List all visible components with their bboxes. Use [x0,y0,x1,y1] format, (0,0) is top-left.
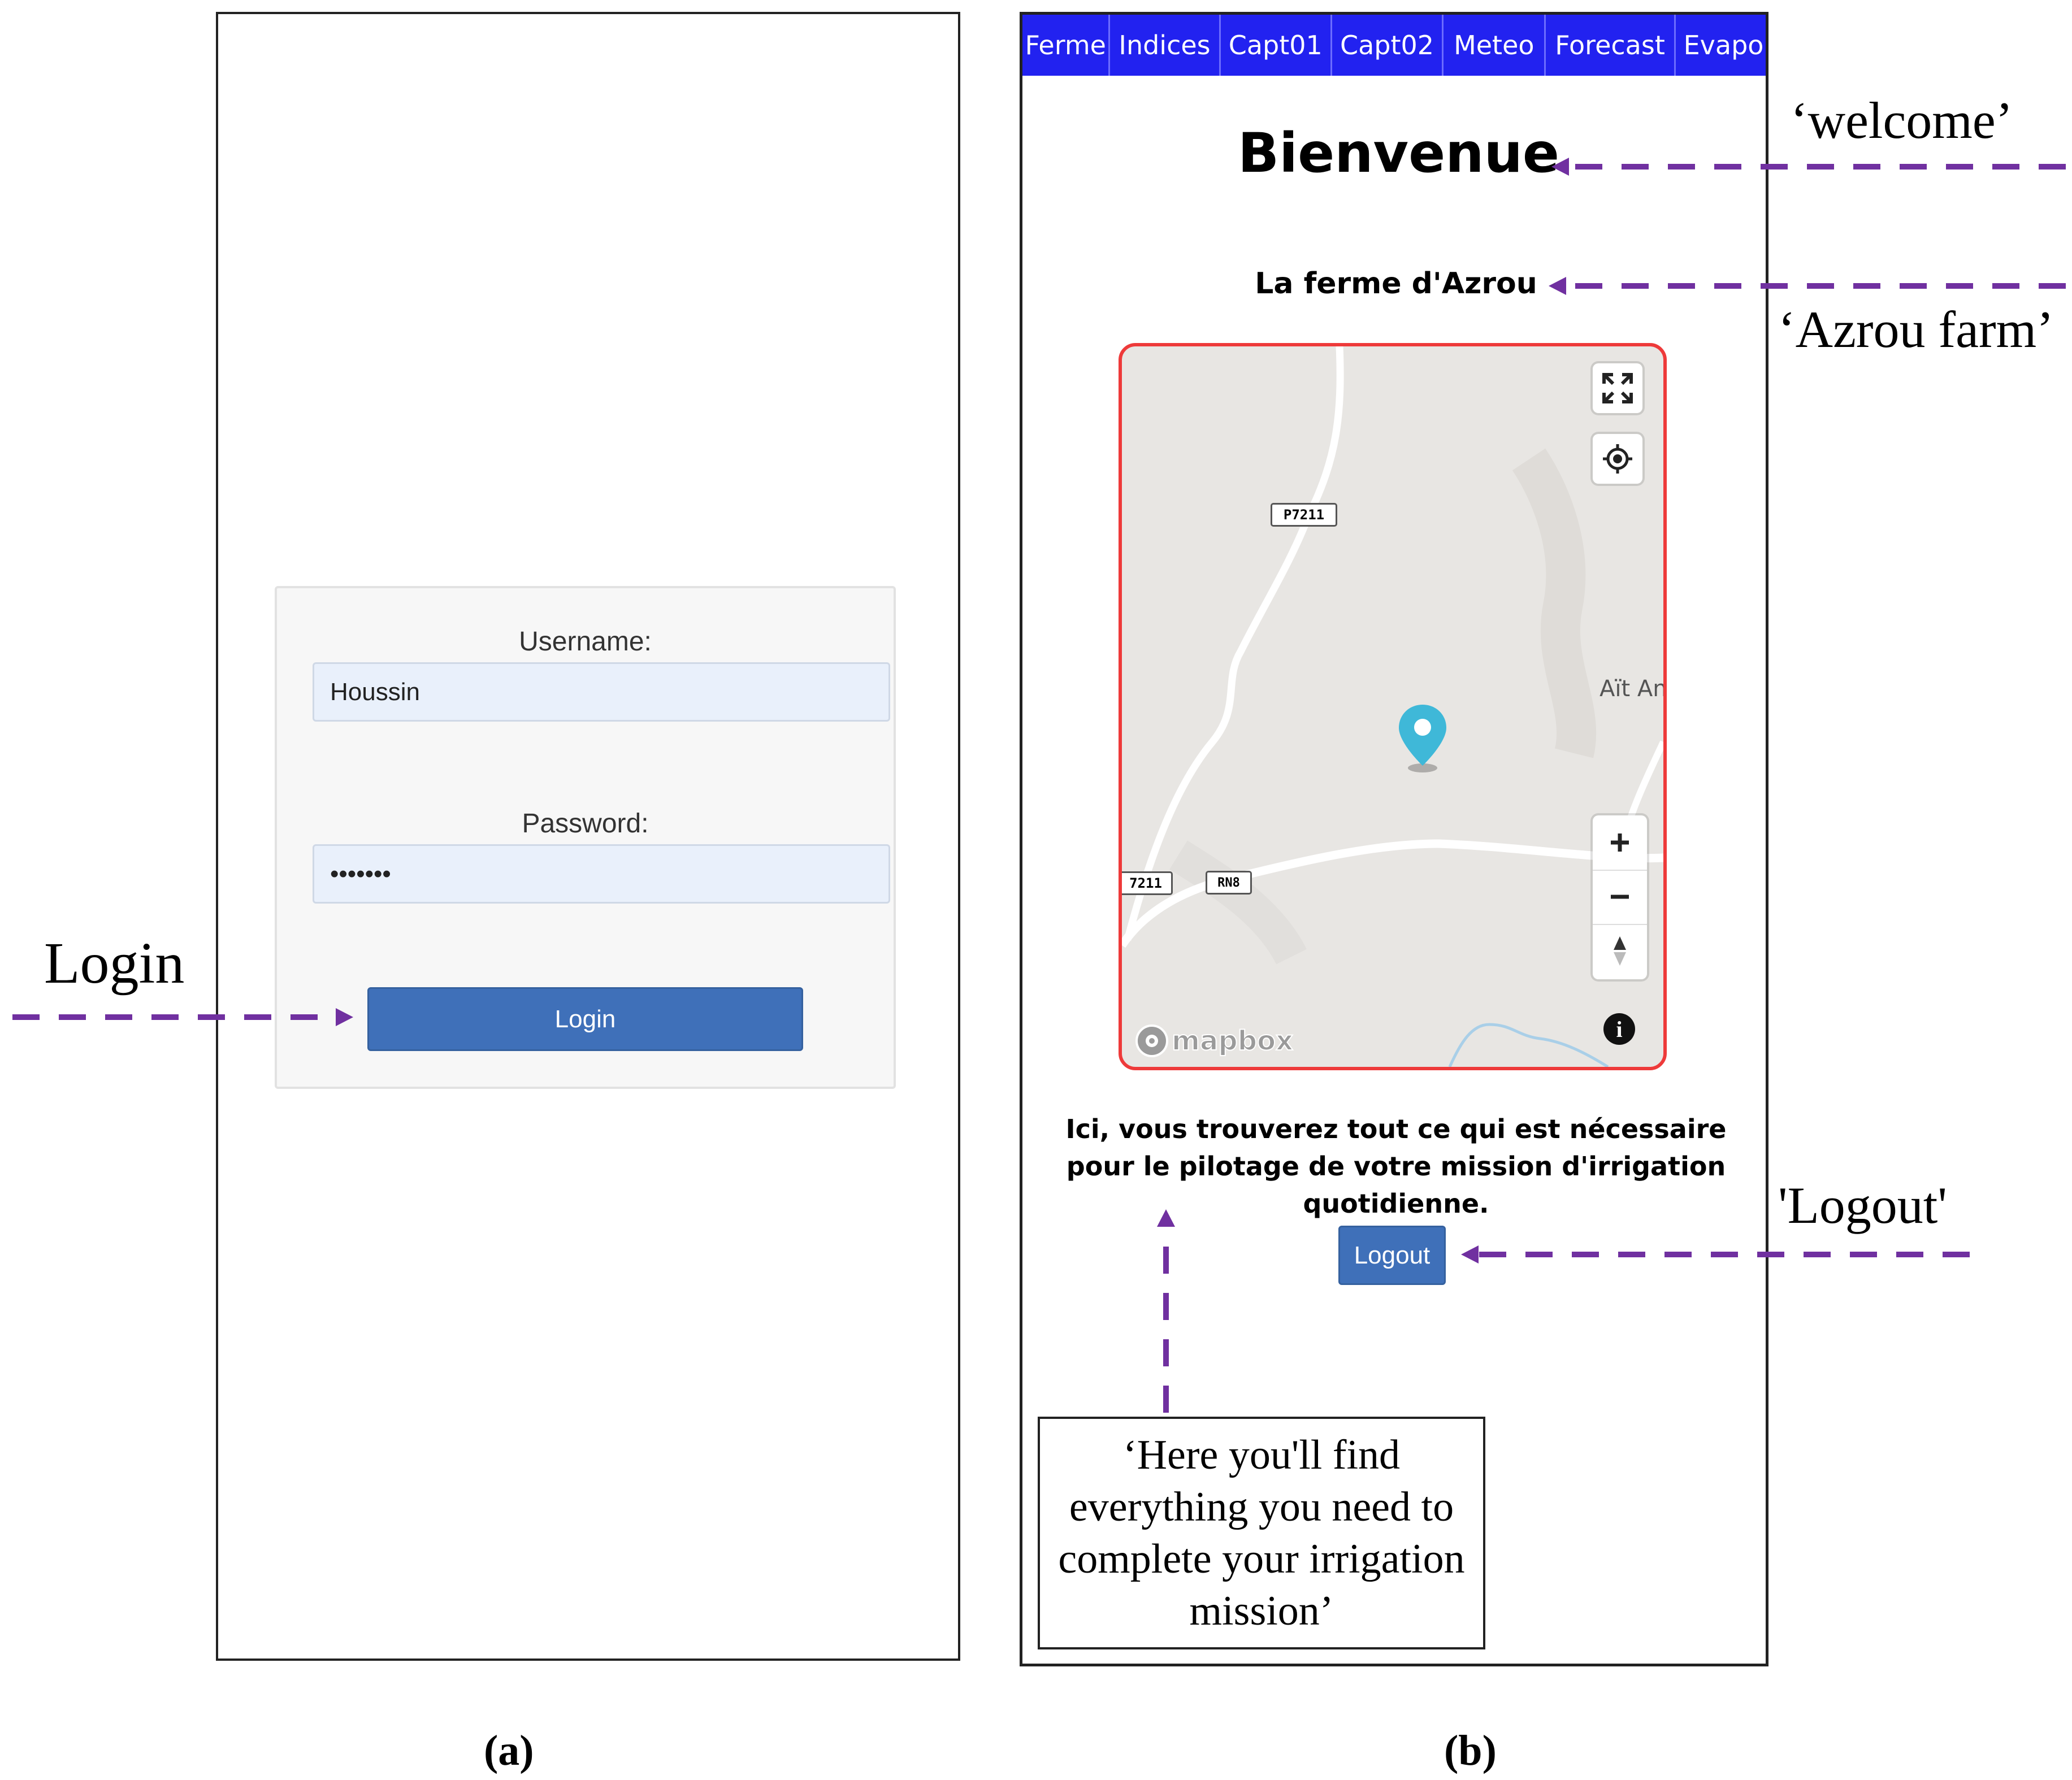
mapbox-attribution: mapbox [1171,1024,1294,1057]
page-title: Bienvenue [1238,121,1560,185]
map-place-label: Aït An [1599,676,1667,702]
username-label: Username: [519,627,652,657]
tab-ferme[interactable]: Ferme [1022,15,1111,76]
username-input[interactable]: Houssin [313,662,890,722]
tab-capt02[interactable]: Capt02 [1332,15,1444,76]
info-icon[interactable]: i [1603,1013,1635,1045]
mapbox-logo[interactable]: mapbox [1134,1023,1294,1058]
road-label-p7211: P7211 [1271,503,1337,527]
login-annotation: Login [44,931,185,996]
login-button[interactable]: Login [367,987,803,1051]
zoom-out-icon[interactable] [1593,870,1647,925]
fullscreen-icon[interactable] [1593,363,1642,413]
password-input[interactable]: ••••••• [313,844,890,904]
farm-map[interactable]: P7211 7211 RN8 Aït An i mapbox [1119,343,1667,1070]
compass-icon[interactable] [1593,924,1647,978]
logout-annotation: 'Logout' [1778,1176,1947,1234]
road-label-7211: 7211 [1122,871,1173,895]
zoom-in-icon[interactable] [1593,815,1647,871]
password-label: Password: [522,809,649,839]
azrou-farm-annotation: ‘Azrou farm’ [1778,301,2054,358]
welcome-description: Ici, vous trouverez tout ce qui est néce… [1065,1114,1727,1219]
road-label-rn8: RN8 [1206,871,1252,895]
logout-button[interactable]: Logout [1338,1226,1446,1285]
map-pin-icon[interactable] [1394,701,1451,775]
geolocate-icon[interactable] [1593,434,1642,484]
caption-b: (b) [1444,1727,1497,1774]
tab-meteo[interactable]: Meteo [1444,15,1546,76]
tab-forecast[interactable]: Forecast [1546,15,1676,76]
tab-evapo[interactable]: Evapo [1683,30,1764,60]
translation-note: ‘Here you'll find everything you need to… [1038,1417,1485,1649]
map-terrain [1122,346,1663,1067]
zoom-controls [1593,815,1647,979]
tab-capt01[interactable]: Capt01 [1221,15,1332,76]
mapbox-logo-icon [1135,1024,1168,1057]
top-nav: Ferme Indices Capt01 Capt02 Meteo Foreca… [1022,15,1766,76]
tab-indices[interactable]: Indices [1110,15,1221,76]
welcome-annotation: ‘welcome’ [1791,92,2013,149]
farm-name: La ferme d'Azrou [1255,267,1537,301]
caption-a: (a) [484,1727,534,1774]
